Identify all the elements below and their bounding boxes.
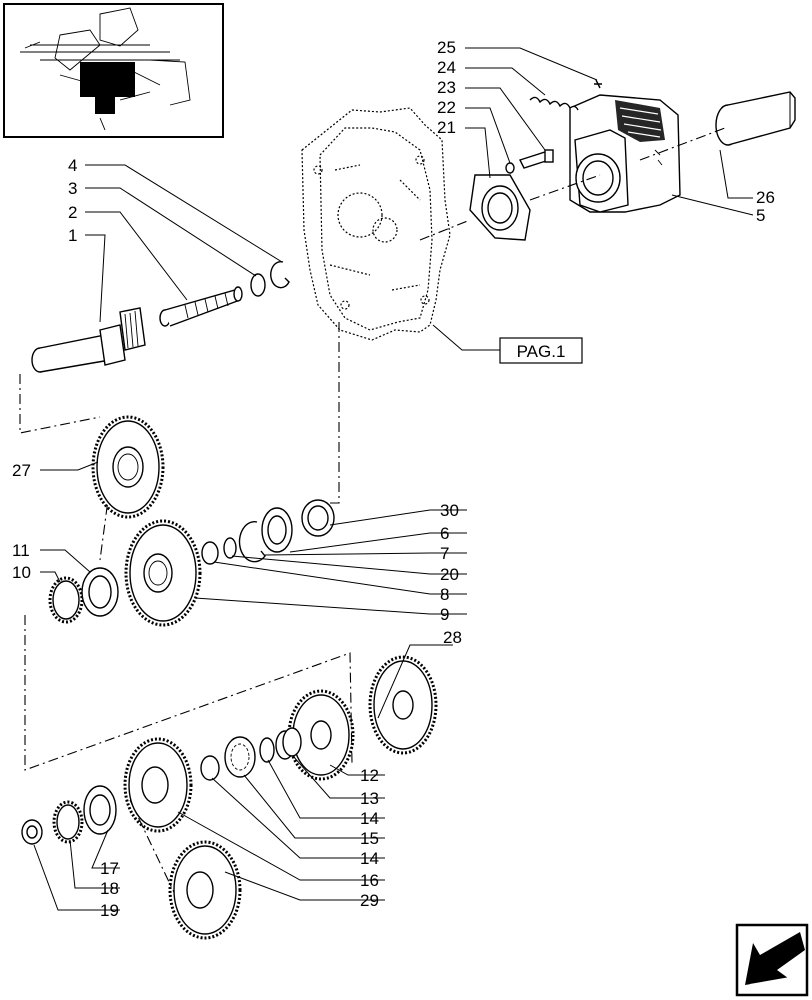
callout-9: 9 bbox=[440, 605, 449, 624]
callout-28: 28 bbox=[443, 628, 462, 647]
pto-cap-26 bbox=[715, 91, 796, 146]
bearing-11 bbox=[81, 567, 119, 617]
gear-27 bbox=[91, 415, 165, 519]
gear-28 bbox=[368, 655, 438, 755]
ring-20 bbox=[223, 537, 237, 559]
gear-29 bbox=[168, 840, 242, 940]
callout-4: 4 bbox=[68, 156, 77, 175]
gear-12 bbox=[287, 689, 355, 781]
hub-13 bbox=[275, 727, 302, 760]
callout-2: 2 bbox=[68, 203, 77, 222]
callout-30: 30 bbox=[440, 501, 459, 520]
snap-ring-4 bbox=[270, 260, 290, 289]
callout-25: 25 bbox=[437, 38, 456, 57]
callout-19: 19 bbox=[100, 901, 119, 920]
gasket-21 bbox=[469, 174, 531, 241]
callout-12: 12 bbox=[360, 766, 379, 785]
pto-cover bbox=[569, 94, 681, 213]
leader-lines bbox=[33, 47, 754, 911]
callout-labels: 4 3 2 1 25 24 23 22 21 26 5 27 11 10 30 … bbox=[12, 38, 775, 920]
bearing-6 bbox=[261, 507, 293, 553]
callout-8: 8 bbox=[440, 585, 449, 604]
callout-10: 10 bbox=[12, 563, 31, 582]
gear-18 bbox=[52, 800, 84, 844]
callout-24: 24 bbox=[437, 58, 456, 77]
callout-11: 11 bbox=[12, 541, 30, 560]
shaft-2 bbox=[159, 286, 243, 327]
gear-10 bbox=[48, 576, 84, 624]
gear-9 bbox=[124, 519, 202, 627]
callout-13: 13 bbox=[360, 789, 379, 808]
callout-21: 21 bbox=[437, 118, 456, 137]
callout-1: 1 bbox=[68, 226, 77, 245]
snap-ring-7 bbox=[238, 521, 266, 563]
reference-box-label: PAG.1 bbox=[517, 342, 566, 361]
callout-3: 3 bbox=[68, 179, 77, 198]
callout-29: 29 bbox=[360, 891, 379, 910]
callout-14b: 14 bbox=[360, 849, 379, 868]
assembly-thumbnail-icon bbox=[3, 3, 224, 138]
callout-7: 7 bbox=[440, 544, 449, 563]
callout-22: 22 bbox=[437, 98, 456, 117]
callout-14: 14 bbox=[360, 809, 379, 828]
chain-24 bbox=[529, 96, 579, 111]
bearing-17 bbox=[83, 785, 117, 835]
callout-6: 6 bbox=[440, 524, 449, 543]
next-page-arrow-icon[interactable] bbox=[735, 923, 809, 997]
bearing-15 bbox=[224, 736, 256, 778]
callout-16: 16 bbox=[360, 871, 379, 890]
callout-17: 17 bbox=[100, 859, 119, 878]
callout-27: 27 bbox=[12, 461, 31, 480]
bearing-30 bbox=[301, 499, 335, 537]
gear-16 bbox=[123, 737, 193, 833]
housing-outline bbox=[301, 107, 451, 341]
callout-15: 15 bbox=[360, 829, 379, 848]
callout-5: 5 bbox=[756, 206, 765, 225]
snap-ring-3 bbox=[250, 273, 266, 297]
pin-25 bbox=[594, 79, 602, 89]
callout-18: 18 bbox=[100, 879, 119, 898]
ring-14b bbox=[200, 755, 220, 781]
bolt-23 bbox=[519, 149, 554, 169]
reference-box bbox=[499, 337, 583, 364]
callout-20: 20 bbox=[440, 565, 459, 584]
callout-26: 26 bbox=[756, 188, 775, 207]
ring-14 bbox=[259, 737, 275, 763]
washer-22 bbox=[505, 162, 515, 174]
shaft-1 bbox=[31, 307, 146, 373]
nut-19 bbox=[21, 819, 43, 845]
callout-23: 23 bbox=[437, 78, 456, 97]
ring-8 bbox=[201, 541, 219, 565]
